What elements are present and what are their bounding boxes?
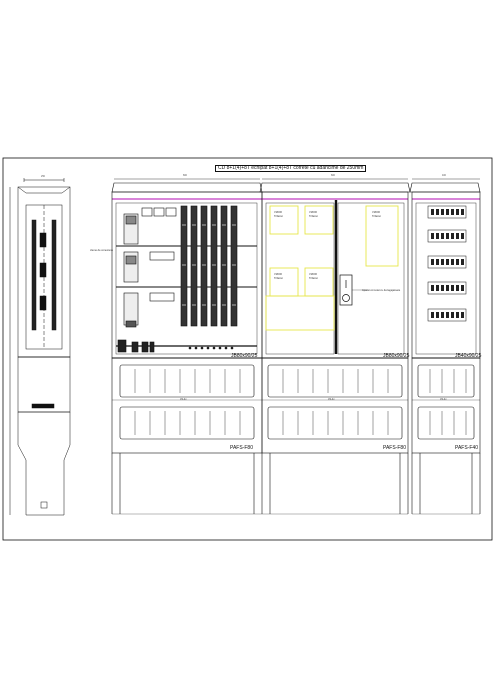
middle-cabinet xyxy=(259,182,411,359)
middle-annotation: Aparat comutat cu dezagajatoare xyxy=(362,289,401,292)
socket-ribs xyxy=(134,369,467,435)
base-right xyxy=(411,357,481,515)
meter-sublabel-1: Trifazat xyxy=(274,215,283,218)
sheet-frame xyxy=(2,157,493,541)
meter-sublabel-5: Trifazat xyxy=(372,215,381,218)
side-width-dimension: 250 xyxy=(41,175,45,178)
right-base-label: PAFS-F40 xyxy=(455,445,478,451)
left-width-dimension: 800 xyxy=(183,174,187,177)
meter-label-3: VIZOR xyxy=(274,273,282,276)
middle-socket-label: 33-2x xyxy=(328,398,335,401)
meter-label-1: VIZOR xyxy=(274,211,282,214)
right-breaker-strips xyxy=(427,205,467,322)
left-base-label: PAFS-F80 xyxy=(230,445,253,451)
right-cabinet-top-label: JB40x90/25 xyxy=(455,353,482,359)
middle-base-label: PAFS-F80 xyxy=(383,445,406,451)
meter-sublabel-3: Trifazat xyxy=(274,277,283,280)
left-socket-label: 33-2x xyxy=(180,398,187,401)
left-annotation: cleme de conexiune xyxy=(90,249,114,252)
drawing-title: CD 8+1(4)+8T echipat 8+1(4)+8T cofrete c… xyxy=(215,165,367,172)
middle-width-dimension: 800 xyxy=(331,174,335,177)
right-cabinet xyxy=(409,182,481,359)
base-left xyxy=(111,357,263,515)
base-middle xyxy=(261,357,409,515)
side-view xyxy=(9,178,71,516)
meter-sublabel-2: Trifazat xyxy=(309,215,318,218)
right-socket-label: 33-2x xyxy=(440,398,447,401)
right-width-dimension: 400 xyxy=(442,174,446,177)
middle-cabinet-top-label: JB80x90/25 xyxy=(383,353,410,359)
meter-label-2: VIZOR xyxy=(309,211,317,214)
meter-sublabel-4: Trifazat xyxy=(309,277,318,280)
meter-label-4: VIZOR xyxy=(309,273,317,276)
left-cabinet xyxy=(111,182,263,359)
meter-label-5: VIZOR xyxy=(372,211,380,214)
left-cabinet-top-label: JB80x90/25 xyxy=(231,353,258,359)
